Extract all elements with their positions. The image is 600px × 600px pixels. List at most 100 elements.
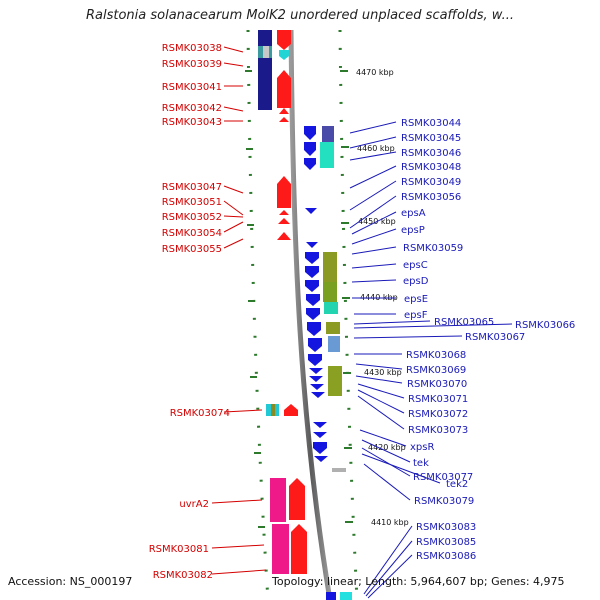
- gene-label[interactable]: RSMK03056: [401, 192, 461, 203]
- gene-label[interactable]: xpsR: [410, 442, 434, 453]
- gene-arrow-forward[interactable]: [277, 30, 291, 50]
- gene-label[interactable]: RSMK03073: [408, 425, 468, 436]
- gene-label[interactable]: RSMK03052: [162, 212, 222, 223]
- gene-label[interactable]: epsC: [403, 260, 428, 271]
- gene-arrow-reverse[interactable]: [305, 280, 319, 292]
- gene-label[interactable]: RSMK03059: [403, 243, 463, 254]
- gene-block-olive[interactable]: [323, 252, 337, 282]
- gene-arrow-reverse[interactable]: [314, 456, 328, 462]
- gene-label[interactable]: RSMK03044: [401, 118, 461, 129]
- gene-block-olive[interactable]: [328, 366, 342, 396]
- gene-arrow-forward[interactable]: [279, 50, 289, 60]
- gene-label[interactable]: epsA: [401, 208, 426, 219]
- gene-label[interactable]: RSMK03077: [413, 472, 473, 483]
- gene-arrow-reverse[interactable]: [306, 242, 318, 248]
- gene-arrow-forward[interactable]: [279, 210, 289, 215]
- gene-arrow-forward[interactable]: [277, 176, 291, 208]
- gene-arrow-reverse[interactable]: [305, 252, 319, 264]
- gene-label[interactable]: RSMK03065: [434, 317, 494, 328]
- gene-arrow-reverse[interactable]: [308, 354, 322, 366]
- gene-arrow-forward[interactable]: [291, 524, 307, 574]
- gene-label[interactable]: RSMK03045: [401, 133, 461, 144]
- gene-label[interactable]: RSMK03046: [401, 148, 461, 159]
- gene-arrow-reverse[interactable]: [313, 422, 327, 428]
- right-connector-lines: [349, 121, 513, 599]
- gene-arrow-reverse[interactable]: [304, 142, 316, 156]
- gene-block-cyan[interactable]: [340, 592, 352, 600]
- gene-arrow-reverse[interactable]: [308, 338, 322, 352]
- gene-arrow-reverse[interactable]: [304, 158, 316, 170]
- gene-label[interactable]: RSMK03055: [162, 244, 222, 255]
- gene-label[interactable]: RSMK03051: [162, 197, 222, 208]
- gene-label[interactable]: RSMK03069: [406, 365, 466, 376]
- gene-block-magenta[interactable]: [272, 524, 289, 574]
- left-gene-labels: RSMK03038 RSMK03039 RSMK03041 RSMK03042 …: [149, 43, 230, 581]
- gene-label[interactable]: epsD: [403, 276, 429, 287]
- gene-block-magenta[interactable]: [270, 478, 286, 522]
- gene-block-navy[interactable]: [258, 30, 272, 110]
- gene-label[interactable]: RSMK03043: [162, 117, 222, 128]
- gene-label[interactable]: epsF: [404, 310, 428, 321]
- gene-label[interactable]: RSMK03068: [406, 350, 466, 361]
- gene-label[interactable]: RSMK03083: [416, 522, 476, 533]
- gene-label[interactable]: RSMK03079: [414, 496, 474, 507]
- gene-arrow-reverse[interactable]: [313, 442, 327, 454]
- gene-label[interactable]: RSMK03049: [401, 177, 461, 188]
- gene-arrow-forward[interactable]: [277, 232, 291, 240]
- gene-arrow-reverse[interactable]: [306, 294, 320, 306]
- gene-label[interactable]: tek2: [446, 479, 468, 490]
- gene-block-olive[interactable]: [323, 282, 337, 302]
- gene-label[interactable]: RSMK03066: [515, 320, 575, 331]
- gene-block-gray[interactable]: [263, 46, 269, 58]
- gene-label[interactable]: epsE: [404, 294, 428, 305]
- gene-label[interactable]: RSMK03047: [162, 182, 222, 193]
- gene-label[interactable]: RSMK03085: [416, 537, 476, 548]
- gene-arrow-forward[interactable]: [289, 478, 305, 520]
- gene-arrow-forward[interactable]: [279, 108, 289, 114]
- gene-label[interactable]: uvrA2: [179, 499, 209, 510]
- gene-label[interactable]: RSMK03042: [162, 103, 222, 114]
- gene-arrow-reverse[interactable]: [307, 322, 321, 336]
- gene-block-slate[interactable]: [322, 126, 334, 142]
- gene-label[interactable]: RSMK03081: [149, 544, 209, 555]
- gene-label[interactable]: RSMK03082: [153, 570, 213, 581]
- gene-arrow-reverse[interactable]: [310, 384, 324, 390]
- gene-arrow-reverse[interactable]: [306, 308, 320, 320]
- gene-arrow-forward[interactable]: [279, 117, 289, 122]
- gene-arrow-reverse[interactable]: [309, 376, 323, 382]
- gene-block-navy[interactable]: [326, 592, 336, 600]
- gene-arrow-reverse[interactable]: [305, 266, 319, 278]
- gene-block-steel[interactable]: [328, 336, 340, 352]
- left-strand-genes: [258, 30, 307, 574]
- gene-label[interactable]: RSMK03054: [162, 228, 222, 239]
- gene-block-olive[interactable]: [271, 404, 275, 416]
- gene-label[interactable]: RSMK03070: [407, 379, 467, 390]
- gene-block-olive[interactable]: [326, 322, 340, 334]
- gene-arrow-reverse[interactable]: [305, 208, 317, 214]
- gene-arrow-reverse[interactable]: [313, 432, 327, 438]
- gene-label[interactable]: RSMK03041: [162, 82, 222, 93]
- gene-arrow-forward[interactable]: [284, 404, 298, 416]
- gene-label[interactable]: RSMK03071: [408, 394, 468, 405]
- gene-label[interactable]: RSMK03067: [465, 332, 525, 343]
- gene-label[interactable]: RSMK03048: [401, 162, 461, 173]
- gene-label[interactable]: RSMK03072: [408, 409, 468, 420]
- gene-arrow-forward[interactable]: [278, 218, 290, 224]
- gene-block-teal[interactable]: [275, 404, 279, 416]
- gene-arrow-reverse[interactable]: [311, 392, 325, 398]
- gene-arrow-reverse[interactable]: [304, 126, 316, 140]
- gene-block-teal[interactable]: [266, 404, 271, 416]
- gene-arrow-reverse[interactable]: [309, 368, 323, 374]
- gene-label[interactable]: RSMK03086: [416, 551, 476, 562]
- gene-block-cyan[interactable]: [320, 142, 334, 168]
- gene-block-cyan[interactable]: [324, 302, 338, 314]
- gene-label[interactable]: RSMK03039: [162, 59, 222, 70]
- gene-block-gray[interactable]: [332, 468, 346, 472]
- gene-label[interactable]: epsP: [401, 225, 425, 236]
- gene-label[interactable]: RSMK03038: [162, 43, 222, 54]
- gene-arrow-forward[interactable]: [277, 70, 291, 108]
- gene-label[interactable]: RSMK03074: [170, 408, 230, 419]
- gene-label[interactable]: tek: [413, 458, 429, 469]
